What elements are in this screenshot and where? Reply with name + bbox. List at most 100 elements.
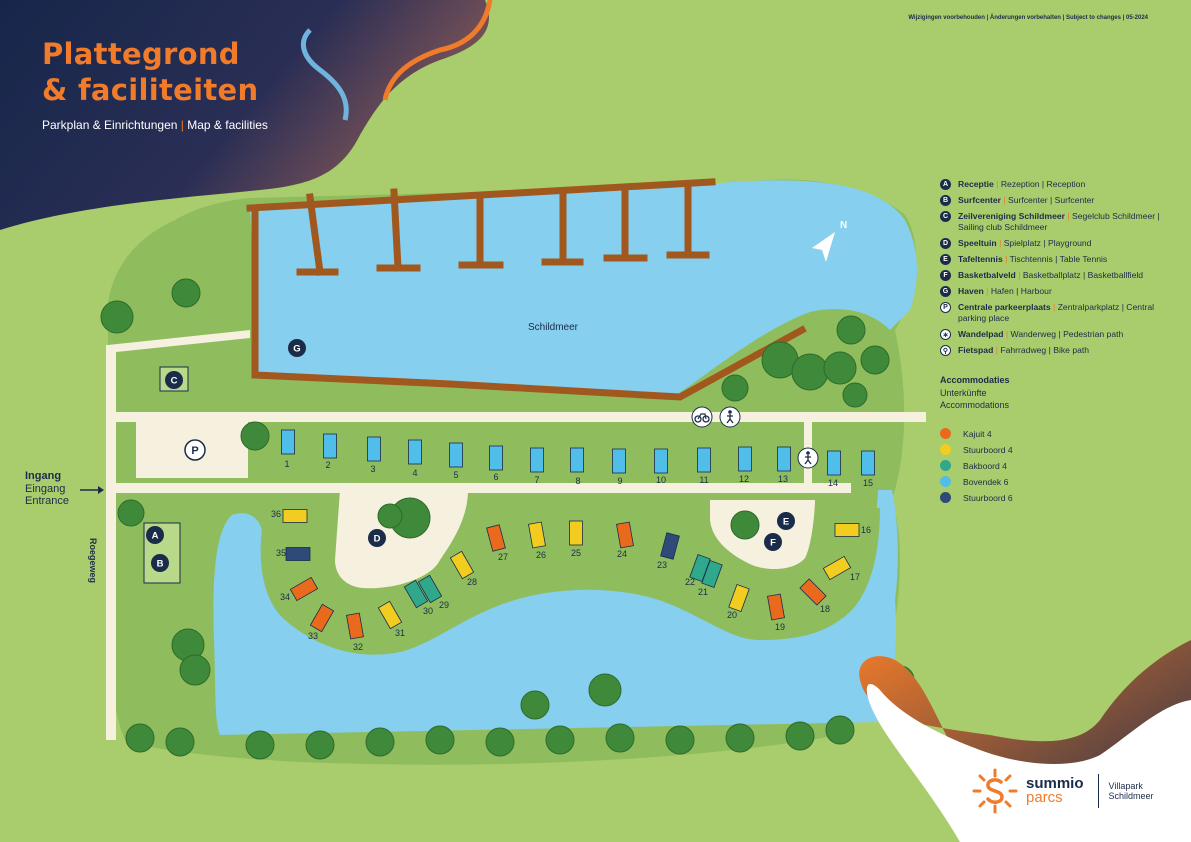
legend-badge-e: E [940, 254, 951, 265]
accommodation-number: 6 [493, 472, 498, 482]
accommodation-8[interactable]: 8 [570, 447, 584, 486]
svg-text:C: C [171, 376, 178, 387]
park-name-line1: Villapark [1108, 781, 1143, 791]
facility-marker-a[interactable]: A [146, 526, 164, 544]
accommodation-number: 21 [698, 587, 708, 597]
accommodation-number: 29 [439, 600, 449, 610]
accommodation-17[interactable]: 17 [822, 555, 860, 582]
accommodation-5[interactable]: 5 [449, 442, 463, 480]
accommodation-number: 5 [453, 470, 458, 480]
accommodation-12[interactable]: 12 [738, 446, 752, 484]
accommodation-24[interactable]: 24 [616, 521, 634, 559]
accommodation-number: 33 [308, 631, 318, 641]
accommodation-16[interactable]: 16 [834, 523, 871, 537]
accommodation-22[interactable]: 22 [685, 553, 711, 587]
accommodation-31[interactable]: 31 [377, 600, 405, 638]
playground-area [335, 490, 468, 589]
parking-badge: P [940, 302, 951, 313]
pedestrian-icon: ∗ [940, 329, 951, 340]
color-swatch [940, 460, 951, 471]
accommodation-25[interactable]: 25 [569, 520, 583, 558]
accommodation-type-label: Bakboord 4 [963, 460, 1007, 471]
legend-item-e: E Tafeltennis | Tischtennis | Table Tenni… [940, 254, 1170, 265]
harbour-water [250, 180, 917, 395]
accommodation-20[interactable]: 20 [727, 583, 750, 620]
accommodation-32[interactable]: 32 [346, 612, 364, 652]
accommodation-number: 4 [412, 468, 417, 478]
svg-text:E: E [783, 517, 789, 528]
facility-marker-f[interactable]: F [764, 533, 782, 551]
title-block: Plattegrond & faciliteiten Parkplan & Ei… [42, 36, 268, 132]
legend-item-text: Centrale parkeerplaats | Zentralparkplat… [958, 302, 1155, 323]
accommodation-11[interactable]: 11 [697, 447, 711, 485]
accommodation-36[interactable]: 36 [271, 509, 308, 523]
accommodation-28[interactable]: 28 [449, 550, 477, 587]
accommodation-23[interactable]: 23 [657, 532, 680, 570]
legend-item-text: Surfcenter | Surfcenter | Surfcenter [958, 195, 1095, 205]
accommodation-number: 23 [657, 560, 667, 570]
accommodation-35[interactable]: 35 [276, 547, 311, 561]
facility-marker-b[interactable]: B [151, 554, 169, 572]
accommodation-number: 26 [536, 550, 546, 560]
facility-marker-d[interactable]: D [368, 529, 386, 547]
north-label: N [840, 220, 847, 231]
accommodation-26[interactable]: 26 [528, 521, 546, 560]
accommodation-30[interactable]: 30 [403, 579, 433, 616]
accommodation-10[interactable]: 10 [654, 448, 668, 485]
accommodation-19[interactable]: 19 [767, 593, 785, 632]
legend-item-name: Basketbalveld [958, 270, 1016, 280]
legend-badge-a: A [940, 179, 951, 190]
accommodation-type-item: Kajuit 4 [940, 426, 1170, 442]
facility-marker-c[interactable]: C [165, 371, 183, 389]
accommodation-2[interactable]: 2 [323, 433, 337, 470]
facility-marker-g[interactable]: G [288, 339, 306, 357]
facility-marker-e[interactable]: E [777, 512, 795, 530]
legend-item-text: Haven | Hafen | Harbour [958, 286, 1052, 296]
accommodation-1[interactable]: 1 [281, 429, 295, 469]
accommodation-29[interactable]: 29 [417, 574, 449, 610]
legend-item-translations: Rezeption | Reception [1000, 179, 1086, 189]
accommodation-15[interactable]: 15 [861, 450, 875, 488]
accommodation-14[interactable]: 14 [827, 450, 841, 488]
accommodation-6[interactable]: 6 [489, 445, 503, 482]
sun-logo-icon [972, 768, 1018, 814]
accommodations-heading: Accommodaties Unterkünfte Accommodations [940, 374, 1170, 412]
accommodation-number: 35 [276, 548, 286, 558]
facility-marker-p[interactable]: P [184, 439, 206, 461]
legend-item-translations: Fahrradweg | Bike path [1000, 345, 1090, 355]
accommodation-9[interactable]: 9 [612, 448, 626, 486]
accommodation-4[interactable]: 4 [408, 439, 422, 478]
accommodation-27[interactable]: 27 [486, 524, 508, 562]
accommodation-3[interactable]: 3 [367, 436, 381, 474]
legend-item-name: Surfcenter [958, 195, 1001, 205]
accommodation-number: 14 [828, 478, 838, 488]
accommodation-33[interactable]: 33 [308, 603, 335, 641]
legend-item-text: Zeilvereniging Schildmeer | Segelclub Sc… [958, 211, 1160, 232]
legend-badge-f: F [940, 270, 951, 281]
park-name: Villapark Schildmeer [1109, 781, 1154, 801]
accommodation-13[interactable]: 13 [777, 446, 791, 484]
legend-item-text: Basketbalveld | Basketballplatz | Basket… [958, 270, 1144, 280]
brand-logo: summio parcs Villapark Schildmeer [970, 766, 1154, 816]
accommodation-number: 22 [685, 577, 695, 587]
legend-item-translations: Wanderweg | Pedestrian path [1010, 329, 1124, 339]
color-swatch [940, 444, 951, 455]
accommodation-number: 3 [370, 464, 375, 474]
accommodation-number: 1 [284, 459, 289, 469]
accommodation-number: 13 [778, 474, 788, 484]
legend-badge-c: C [940, 211, 951, 222]
harbour-piers [246, 178, 807, 401]
accommodation-7[interactable]: 7 [530, 447, 544, 485]
accommodation-type-item: Bakboord 4 [940, 458, 1170, 474]
subtitle-separator: | [180, 118, 184, 132]
accommodation-18[interactable]: 18 [799, 578, 830, 614]
svg-text:F: F [770, 538, 776, 549]
accommodation-number: 17 [850, 572, 860, 582]
legend-item-text: Tafeltennis | Tischtennis | Table Tennis [958, 254, 1108, 264]
legend-item-p: P Centrale parkeerplaats | Zentralparkpla… [940, 302, 1170, 324]
accommodation-number: 19 [775, 622, 785, 632]
accommodation-34[interactable]: 34 [280, 576, 319, 602]
